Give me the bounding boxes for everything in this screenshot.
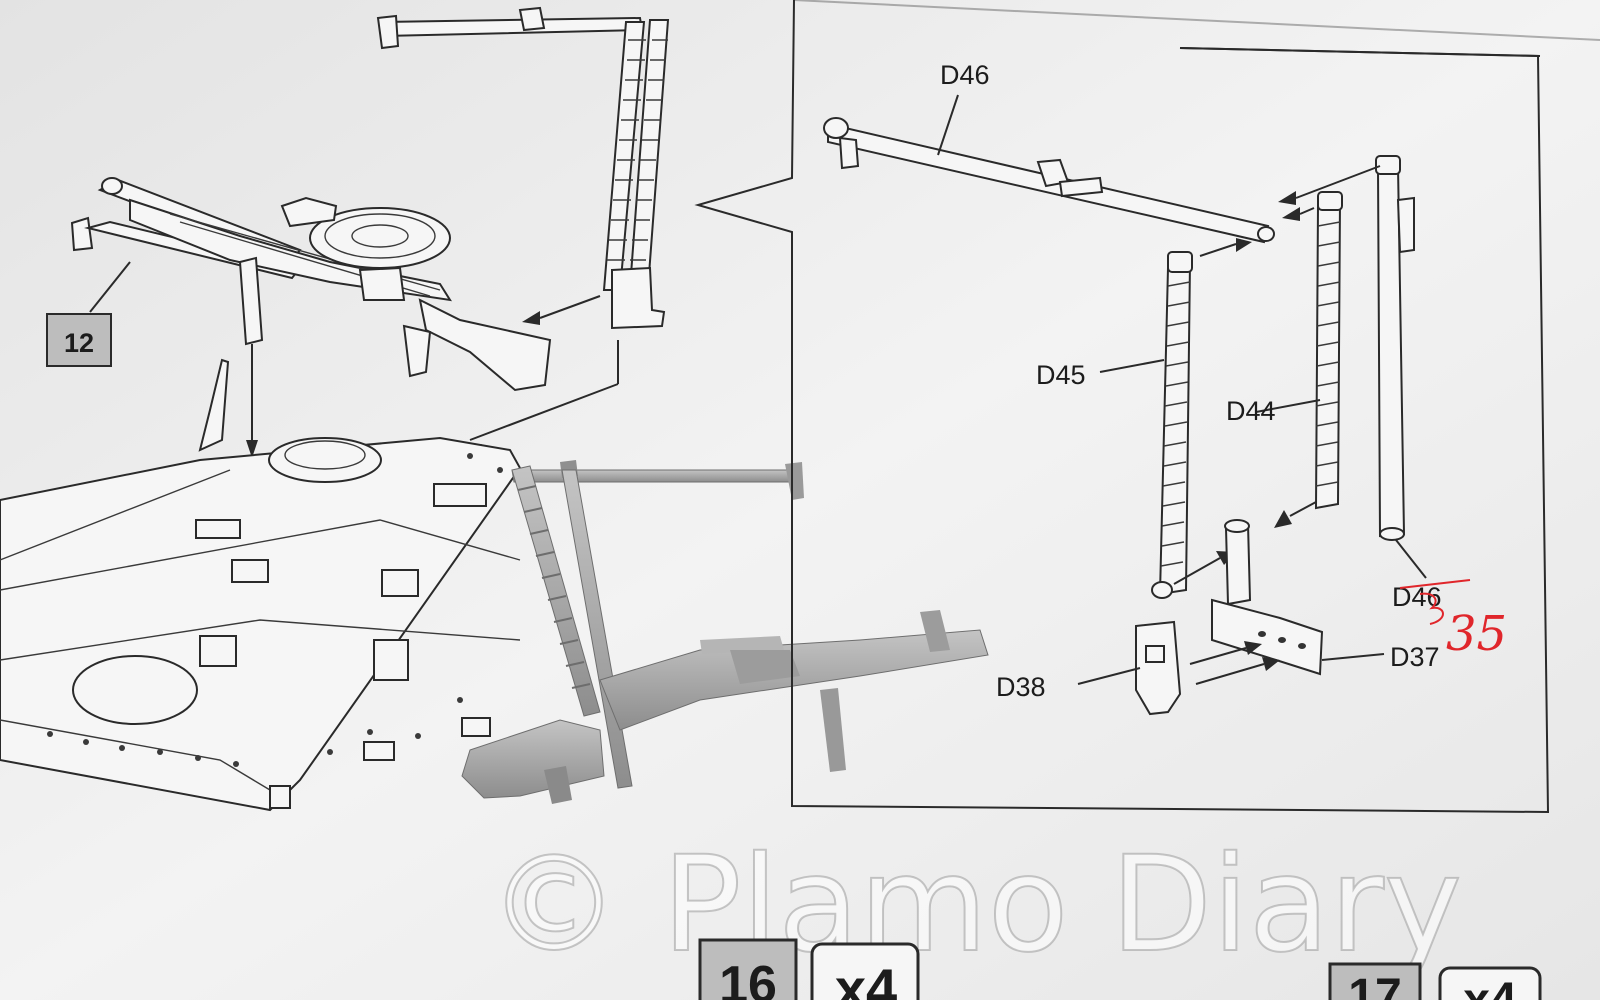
callout-d37: D37 — [1390, 642, 1440, 672]
d44-spring-drawing — [1255, 191, 1343, 528]
callout-d38: D38 — [996, 672, 1046, 702]
step-number-current: 16 — [719, 956, 777, 1000]
step-16-marker: 16 — [698, 938, 798, 1000]
handwritten-correction: 35 — [1399, 579, 1507, 662]
callout-d46-rail: D46 — [940, 60, 990, 90]
assembled-model-part — [461, 460, 989, 804]
step-number-next: 17 — [1348, 970, 1401, 1000]
d46-rail-drawing — [823, 94, 1275, 244]
callout-d44: D44 — [1226, 396, 1276, 426]
d37-bracket-drawing — [1211, 519, 1385, 676]
lewis-gun-drawing — [70, 177, 552, 458]
mount-rail-drawing — [376, 6, 670, 468]
hull-top-drawing — [0, 358, 522, 812]
detail-panel-frame — [694, 0, 1600, 814]
watermark-text: © Plamo Diary — [488, 828, 1462, 982]
step-number-previous: 12 — [64, 328, 94, 358]
quantity-badge-next: x4 — [1438, 966, 1542, 1000]
quantity-text-next: x4 — [1463, 974, 1517, 1000]
callout-d45: D45 — [1036, 360, 1086, 390]
step-12-marker: 12 — [46, 261, 131, 367]
d46-pole-drawing — [1278, 155, 1427, 579]
handwritten-number: 35 — [1446, 606, 1507, 662]
quantity-text: x4 — [835, 957, 897, 1000]
d38-clamp-drawing — [1077, 620, 1280, 716]
d45-spring-drawing — [1099, 238, 1252, 599]
step-17-marker: 17 — [1328, 962, 1422, 1000]
quantity-badge: x4 — [810, 942, 920, 1000]
